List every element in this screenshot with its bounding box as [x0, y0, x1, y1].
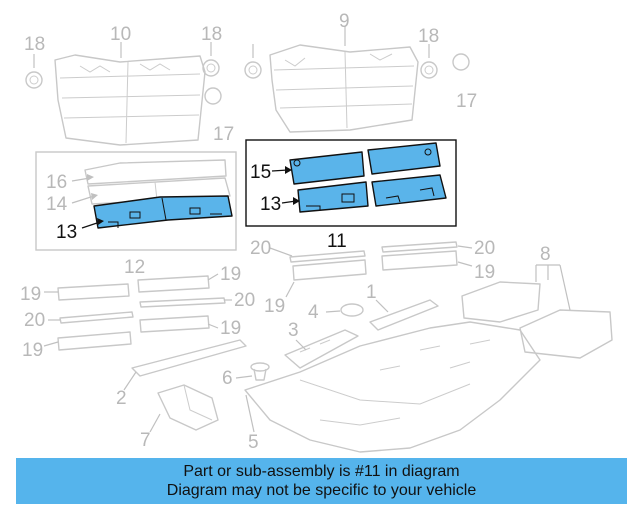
plug-18-right[interactable]: [420, 61, 438, 79]
parts-diagram: 18 10 18 9 18 17 17 16 14 13 12 15 13 11…: [20, 11, 613, 453]
callout-20-top-right: 20: [474, 238, 495, 259]
group-box-11: [245, 139, 457, 227]
callout-9: 9: [339, 11, 350, 32]
panel-13-group-12[interactable]: [93, 195, 233, 229]
callout-11: 11: [327, 231, 347, 252]
banner-line-1: Part or sub-assembly is #11 in diagram: [183, 463, 460, 480]
strip-19-left-b[interactable]: [137, 275, 210, 293]
strip-20-left-a[interactable]: [139, 297, 226, 308]
plug-18-center[interactable]: [244, 61, 262, 79]
pan-8-upper[interactable]: [461, 281, 541, 323]
silencer-pad-9[interactable]: [269, 44, 419, 133]
panel-15-left[interactable]: [289, 151, 365, 185]
cap-17-right[interactable]: [452, 53, 470, 71]
strip-19-left-a[interactable]: [57, 283, 130, 301]
group-box-12: [35, 151, 237, 251]
callout-3: 3: [288, 320, 299, 341]
strip-19-top-right[interactable]: [381, 250, 458, 271]
info-banner: Part or sub-assembly is #11 in diagram D…: [16, 458, 627, 504]
banner-line-2: Diagram may not be specific to your vehi…: [166, 482, 477, 499]
callout-19-top-right: 19: [474, 262, 495, 283]
panel-13-left[interactable]: [297, 181, 369, 213]
strip-19-left-d[interactable]: [57, 331, 132, 351]
callout-7: 7: [140, 430, 151, 451]
bracket-7[interactable]: [157, 384, 219, 431]
callout-1: 1: [366, 282, 377, 303]
plug-18-middle[interactable]: [202, 59, 220, 77]
callout-16: 16: [46, 172, 67, 193]
reinforcement-1[interactable]: [369, 299, 439, 331]
callout-10: 10: [110, 24, 131, 45]
strip-20-top-right[interactable]: [381, 241, 458, 253]
callout-20-top-left: 20: [250, 238, 271, 259]
strip-19-left-c[interactable]: [139, 315, 210, 333]
callout-18-middle: 18: [201, 24, 222, 45]
callout-19-left-d: 19: [22, 340, 43, 361]
callout-19-top-left: 19: [264, 296, 285, 317]
callout-12: 12: [124, 257, 145, 278]
callout-8: 8: [540, 244, 551, 265]
callout-14: 14: [46, 194, 68, 215]
callout-15: 15: [250, 162, 271, 183]
callout-20-left-b: 20: [24, 310, 45, 331]
strip-20-top-left[interactable]: [289, 250, 366, 263]
floor-pan-5[interactable]: [244, 321, 541, 453]
callout-5: 5: [248, 432, 259, 453]
panel-16[interactable]: [84, 159, 227, 185]
silencer-pad-10[interactable]: [54, 54, 206, 146]
callout-17-right: 17: [456, 91, 477, 112]
callout-18-left: 18: [24, 34, 45, 55]
plug-6[interactable]: [250, 362, 270, 381]
plug-18-left[interactable]: [25, 71, 43, 89]
callout-2: 2: [116, 388, 127, 409]
panel-13-right[interactable]: [371, 174, 447, 207]
reinforcement-3[interactable]: [284, 329, 359, 369]
callout-19-left-b: 19: [220, 264, 241, 285]
callout-6: 6: [222, 368, 233, 389]
callout-19-left-c: 19: [220, 318, 241, 339]
pan-8-lower[interactable]: [519, 309, 613, 359]
strip-20-left-b[interactable]: [59, 311, 134, 324]
panel-15-right[interactable]: [367, 142, 441, 175]
callout-4: 4: [308, 302, 319, 323]
sill-2[interactable]: [131, 339, 247, 377]
callout-13-group-12: 13: [56, 222, 77, 243]
bracket-4[interactable]: [340, 303, 364, 317]
callout-18-right: 18: [418, 26, 439, 47]
callout-13-group-11: 13: [260, 194, 281, 215]
strip-19-top-left[interactable]: [292, 259, 367, 281]
callout-19-left-a: 19: [20, 284, 41, 305]
cap-17-left[interactable]: [204, 87, 222, 105]
callout-20-left-a: 20: [234, 290, 255, 311]
callout-17-left: 17: [213, 124, 234, 145]
